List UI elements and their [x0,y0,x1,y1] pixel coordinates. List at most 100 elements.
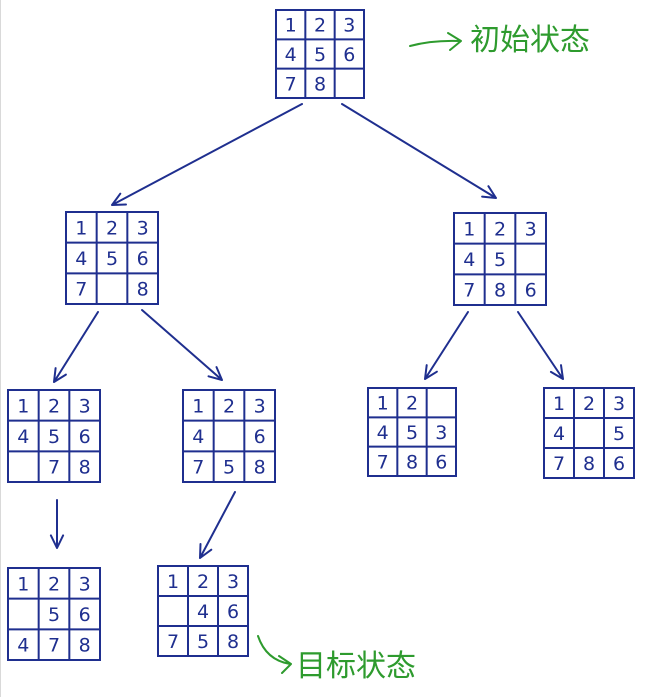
tile-2: 2 [106,217,118,239]
tile-2: 2 [583,393,595,415]
tile-7: 7 [48,635,60,657]
tree-edge-arrow-3 [53,311,99,383]
tree-edge-arrow-6 [517,311,564,380]
tile-3: 3 [79,573,91,595]
tile-3: 3 [79,395,91,417]
tile-7: 7 [553,453,565,475]
tile-5: 5 [197,631,209,653]
tile-1: 1 [17,573,29,595]
tree-edge-arrow-5 [424,311,469,380]
tile-8: 8 [79,635,91,657]
tile-1: 1 [192,395,204,417]
tile-6: 6 [79,426,91,448]
tile-8: 8 [227,631,239,653]
tile-1: 1 [377,393,389,415]
initial-state-annotation: 初始状态 [409,23,590,58]
tile-6: 6 [435,451,447,473]
tree-edges [49,103,564,559]
tile-3: 3 [227,571,239,593]
tile-8: 8 [406,451,418,473]
tile-1: 1 [17,395,29,417]
tile-2: 2 [197,571,209,593]
tile-8: 8 [137,279,149,301]
tile-8: 8 [494,280,506,302]
tile-4: 4 [553,423,565,445]
tile-3: 3 [525,218,537,240]
tile-2: 2 [48,573,60,595]
tile-6: 6 [79,604,91,626]
left-border-line [0,0,1,697]
tile-8: 8 [583,453,595,475]
tile-7: 7 [48,457,60,479]
tile-6: 6 [525,280,537,302]
tile-3: 3 [435,422,447,444]
tree-edge-arrow-7 [49,499,65,549]
tile-5: 5 [223,457,235,479]
board-grid [275,9,365,99]
tile-8: 8 [314,73,326,95]
tile-1: 1 [167,571,179,593]
tile-7: 7 [285,73,297,95]
board-grid [367,387,457,477]
tile-4: 4 [17,426,29,448]
board-grid [543,387,635,479]
initial-state-label: 初始状态 [470,23,590,58]
goal-state-annotation: 目标状态 [257,635,416,684]
tile-2: 2 [406,393,418,415]
tile-6: 6 [227,601,239,623]
tile-6: 6 [613,453,625,475]
tile-1: 1 [553,393,565,415]
tile-2: 2 [48,395,60,417]
tile-3: 3 [343,15,355,37]
tile-7: 7 [377,451,389,473]
tile-7: 7 [192,457,204,479]
tile-4: 4 [17,635,29,657]
tile-5: 5 [314,44,326,66]
board-grid [453,212,547,306]
tile-2: 2 [314,15,326,37]
tree-edge-arrow-8 [199,491,236,559]
tile-1: 1 [463,218,475,240]
tile-2: 2 [223,395,235,417]
tile-1: 1 [75,217,87,239]
tile-4: 4 [285,44,297,66]
board-grid [157,565,249,657]
board-grid [7,567,101,661]
board-grid [7,389,101,483]
tile-4: 4 [75,248,87,270]
tile-5: 5 [406,422,418,444]
tile-6: 6 [137,248,149,270]
tile-4: 4 [463,249,475,271]
tile-4: 4 [197,601,209,623]
tile-3: 3 [254,395,266,417]
tile-5: 5 [48,604,60,626]
tile-2: 2 [494,218,506,240]
tile-5: 5 [494,249,506,271]
tile-5: 5 [106,248,118,270]
tile-5: 5 [48,426,60,448]
tile-8: 8 [254,457,266,479]
tile-3: 3 [613,393,625,415]
tree-edge-arrow-1 [111,103,303,206]
tree-edge-arrow-2 [341,103,497,199]
board-grid [182,389,276,483]
goal-state-pointer-arrow [257,635,292,674]
initial-state-pointer-arrow [409,32,462,51]
tile-1: 1 [285,15,297,37]
tile-4: 4 [377,422,389,444]
tile-7: 7 [463,280,475,302]
goal-state-label: 目标状态 [296,649,416,684]
board-grid [65,211,159,305]
tile-3: 3 [137,217,149,239]
tile-5: 5 [613,423,625,445]
tile-4: 4 [192,426,204,448]
tile-6: 6 [254,426,266,448]
